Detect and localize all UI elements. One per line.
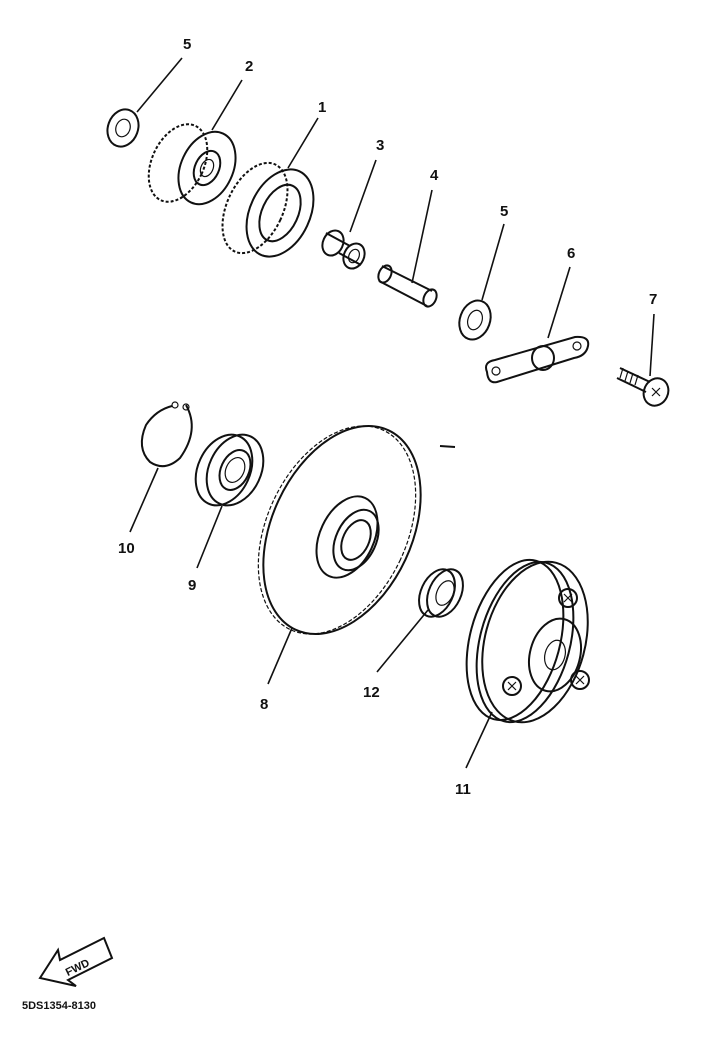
part-11-hub[interactable] [450,549,604,734]
part-5-washer-upper[interactable] [102,105,143,151]
leader-9 [196,505,223,569]
part-7-bolt[interactable] [616,367,673,410]
leader-8 [267,627,293,685]
callout-7: 7 [649,291,657,308]
part-6-plate[interactable] [485,335,590,384]
stray-mark [439,445,456,448]
part-9-bearing[interactable] [185,425,274,514]
callout-10: 10 [118,540,135,557]
part-4-pin[interactable] [376,263,439,308]
callout-3: 3 [376,137,384,154]
callout-5-lower: 5 [500,203,508,220]
part-10-circlip[interactable] [140,401,193,468]
part-12-collar[interactable] [412,564,470,623]
leader-3 [349,159,377,233]
leader-5b [481,223,505,301]
leader-4 [411,189,433,284]
leader-1 [287,117,319,169]
leader-5a [136,57,183,113]
drawing-code: 5DS1354-8130 [22,1000,96,1012]
callout-4: 4 [430,167,439,184]
callout-5-upper: 5 [183,36,191,53]
part-5-washer-lower[interactable] [454,296,496,344]
leader-7 [649,313,655,377]
leader-11 [465,711,493,769]
part-8-disc[interactable] [227,401,452,660]
callout-2: 2 [245,58,253,75]
part-2-gear[interactable] [137,115,247,214]
leader-lines [129,57,655,769]
callout-6: 6 [567,245,575,262]
callout-1: 1 [318,99,326,116]
callout-9: 9 [188,577,196,594]
leader-10 [129,467,159,533]
leader-2 [211,79,243,131]
part-1-gear[interactable] [209,153,326,268]
leader-12 [376,609,429,673]
leader-6 [547,266,571,339]
callout-12: 12 [363,684,380,701]
part-3-bushing[interactable] [318,227,368,272]
fwd-arrow-icon: FWD [38,936,114,987]
callout-11: 11 [455,781,471,798]
callout-8: 8 [260,696,268,713]
